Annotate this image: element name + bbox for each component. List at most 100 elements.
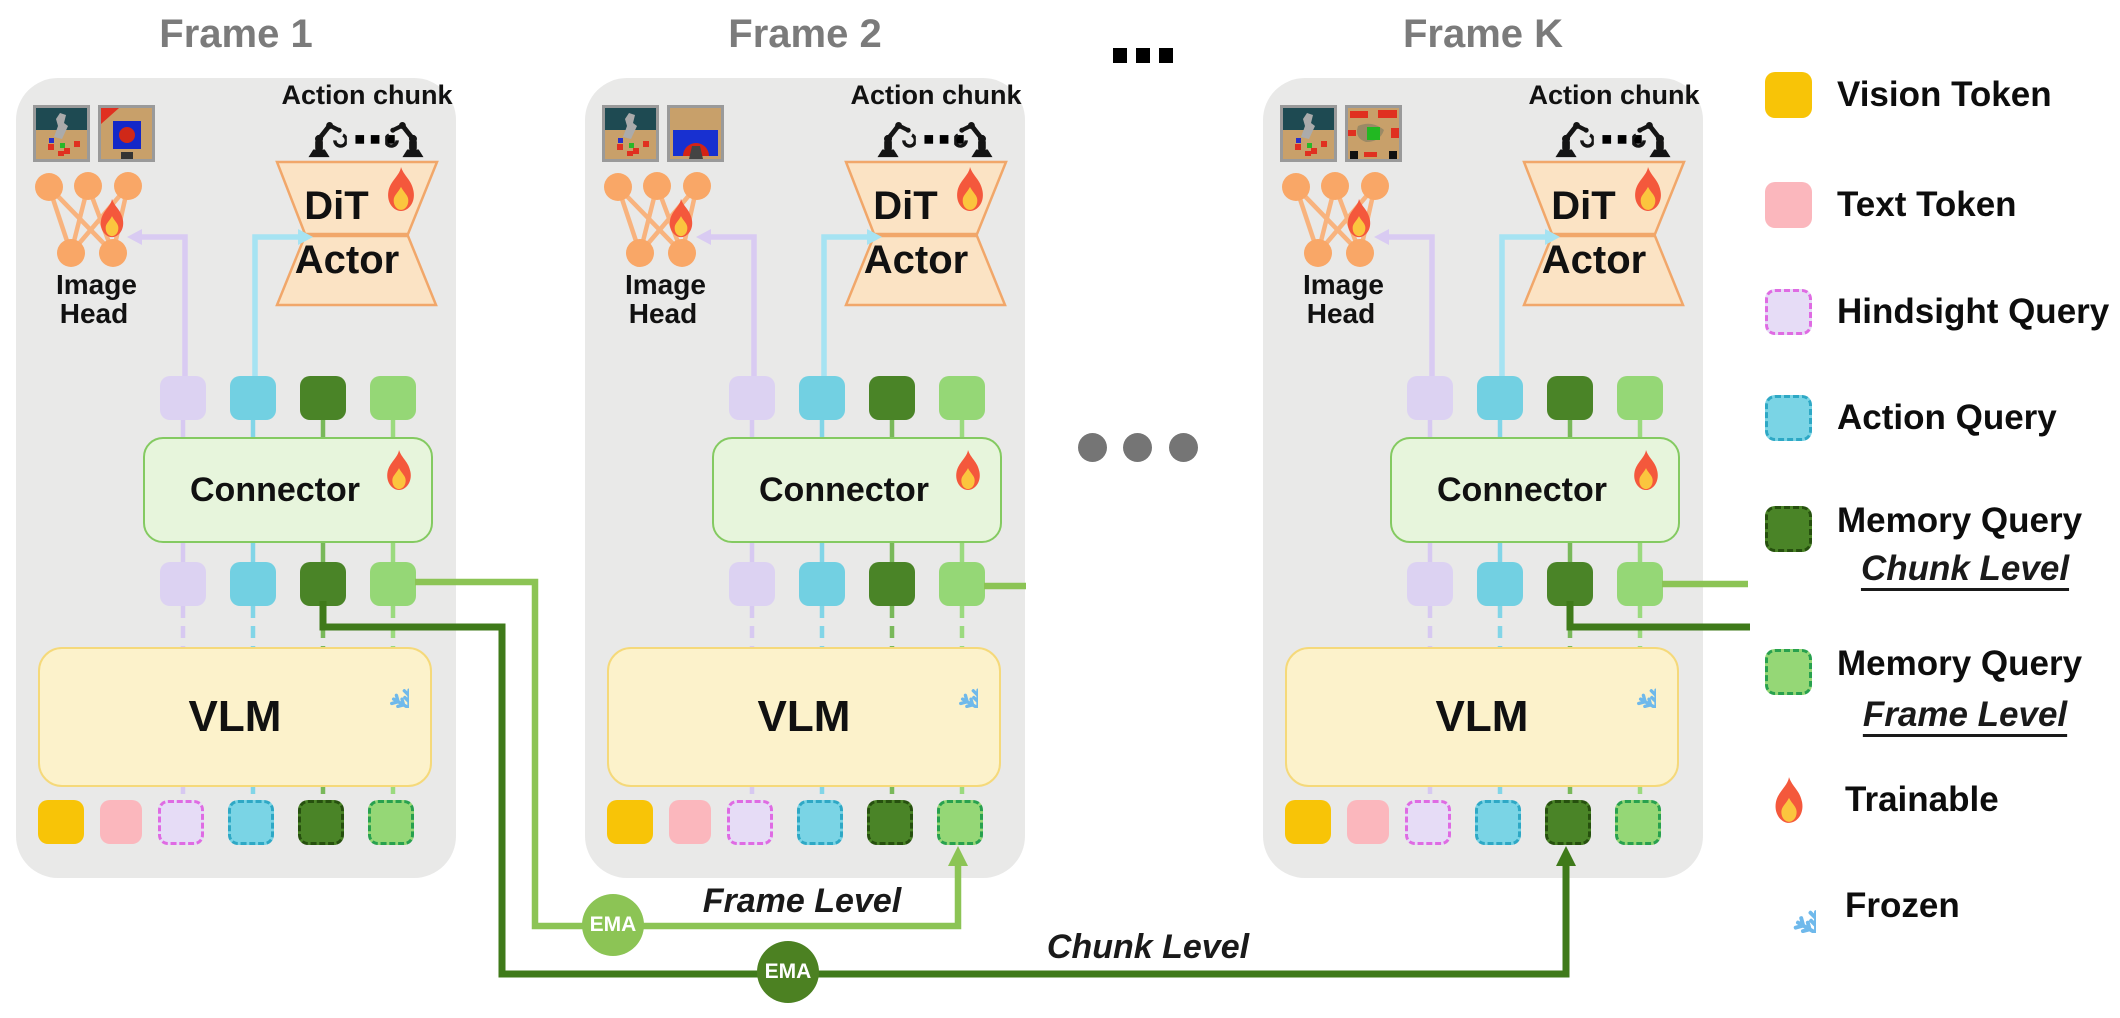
memory-chunk-token-bottom — [298, 800, 344, 845]
ema-chunk-node: EMA — [757, 941, 819, 1003]
frame-level-label: Frame Level — [702, 882, 902, 920]
action-token-bottom — [797, 800, 843, 845]
action-arrow — [821, 229, 882, 376]
action-chunk-label: Action chunk — [850, 80, 1022, 110]
image-head-label: Image Head — [625, 269, 706, 329]
legend-sublabel: Frame Level — [1862, 695, 2068, 734]
image-head-label: Image Head — [1303, 269, 1384, 329]
dit-label: DiT — [1551, 184, 1616, 228]
memory-query-frame-swatch — [1765, 649, 1812, 695]
memory-frame-token-mid — [1617, 562, 1663, 606]
fire-icon — [1769, 776, 1809, 824]
fire-icon — [381, 449, 417, 491]
hindsight-token-top — [160, 376, 206, 420]
text-token — [100, 800, 142, 844]
action-token-mid — [230, 562, 276, 606]
dit-label: DiT — [304, 184, 369, 228]
action-token-top — [230, 376, 276, 420]
action-query-swatch — [1765, 395, 1812, 441]
vision-token-swatch — [1765, 72, 1812, 118]
hindsight-arrow — [127, 229, 188, 376]
action-token-mid — [1477, 562, 1523, 606]
camera-thumbnail-scene — [98, 105, 155, 162]
legend-label: Vision Token — [1837, 75, 2052, 114]
hindsight-arrow — [1374, 229, 1435, 376]
fire-icon — [1342, 198, 1376, 238]
text-token-swatch — [1765, 182, 1812, 228]
hindsight-token-mid — [160, 562, 206, 606]
legend-label: Memory Query — [1837, 644, 2083, 683]
camera-thumbnail-scene — [667, 105, 724, 162]
vision-token — [1285, 800, 1331, 844]
image-head-nodes — [1282, 172, 1389, 267]
fire-icon — [951, 166, 989, 212]
actor-label: Actor — [294, 238, 400, 282]
text-token — [1347, 800, 1389, 844]
legend-label: Frozen — [1845, 886, 1960, 925]
hindsight-token-mid — [1407, 562, 1453, 606]
hindsight-token-bottom — [1405, 800, 1451, 845]
action-token-bottom — [228, 800, 274, 845]
text-token — [669, 800, 711, 844]
legend-label: Hindsight Query — [1837, 292, 2110, 331]
frame-card: Action chunk DiT Actor Image Head — [16, 78, 456, 878]
memory-chunk-token-bottom — [1545, 800, 1591, 845]
camera-thumbnail-robot — [33, 105, 90, 162]
action-token-mid — [799, 562, 845, 606]
snowflake-icon — [1762, 879, 1816, 933]
fire-icon — [95, 198, 129, 238]
connector-box — [712, 437, 1002, 543]
dit-label: DiT — [873, 184, 938, 228]
legend-label: Trainable — [1845, 780, 1999, 819]
hindsight-token-bottom — [727, 800, 773, 845]
memory-frame-token-top — [1617, 376, 1663, 420]
memory-chunk-token-top — [869, 376, 915, 420]
fire-icon — [382, 166, 420, 212]
memory-chunk-token-mid — [869, 562, 915, 606]
action-arrow — [1499, 229, 1560, 376]
robot-arms-icon — [1547, 114, 1679, 160]
legend-label: Memory Query — [1837, 501, 2083, 540]
memory-chunk-token-mid — [1547, 562, 1593, 606]
image-head-label: Image Head — [56, 269, 137, 329]
hindsight-token-bottom — [158, 800, 204, 845]
camera-thumbnail-scene — [1345, 105, 1402, 162]
robot-arms-icon — [869, 114, 1001, 160]
legend-sublabel: Chunk Level — [1860, 549, 2070, 588]
image-head-nodes — [604, 172, 711, 267]
fire-icon — [1629, 166, 1667, 212]
memory-chunk-token-top — [300, 376, 346, 420]
snowflake-icon — [363, 662, 409, 708]
action-token-top — [799, 376, 845, 420]
frame-wrap-3: Frame K — [1263, 0, 1703, 1018]
frame-title: Frame K — [1402, 12, 1564, 56]
memory-query-chunk-swatch — [1765, 506, 1812, 552]
frame-title: Frame 2 — [728, 12, 882, 56]
snowflake-icon — [1610, 662, 1656, 708]
camera-thumbnail-robot — [1280, 105, 1337, 162]
memory-chunk-token-bottom — [867, 800, 913, 845]
chunk-level-label: Chunk Level — [1046, 928, 1250, 966]
actor-label: Actor — [863, 238, 969, 282]
actor-label: Actor — [1541, 238, 1647, 282]
legend-label: Text Token — [1837, 185, 2017, 224]
legend-label: Action Query — [1837, 398, 2057, 437]
action-chunk-label: Action chunk — [1528, 80, 1700, 110]
memory-frame-token-top — [939, 376, 985, 420]
action-chunk-label: Action chunk — [281, 80, 453, 110]
action-token-bottom — [1475, 800, 1521, 845]
memory-frame-token-mid — [939, 562, 985, 606]
connector-label: Connector — [1437, 471, 1607, 509]
frame-wrap-1: Frame 1 — [16, 0, 456, 1018]
connector-label: Connector — [759, 471, 929, 509]
frame-wrap-2: Frame 2 — [585, 0, 1025, 1018]
camera-thumbnail-robot — [602, 105, 659, 162]
memory-chunk-token-mid — [300, 562, 346, 606]
hindsight-token-mid — [729, 562, 775, 606]
connector-box — [1390, 437, 1680, 543]
connector-box — [143, 437, 433, 543]
memory-chunk-token-top — [1547, 376, 1593, 420]
frame-card: Action chunk DiT Actor Image Head — [585, 78, 1025, 878]
memory-frame-token-top — [370, 376, 416, 420]
snowflake-icon — [932, 662, 978, 708]
